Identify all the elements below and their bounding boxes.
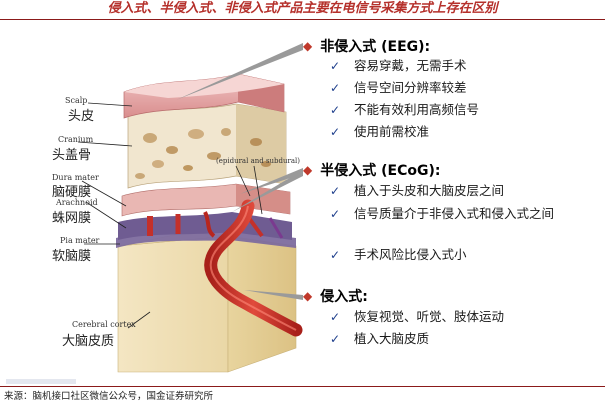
dura-mater-layer	[122, 184, 290, 216]
section-noninvasive-title: 非侵入式 (EEG):	[320, 39, 430, 55]
section-semiinvasive-title: 半侵入式 (ECoG):	[320, 163, 440, 179]
list-item: ✓信号质量介于非侵入式和侵入式之间	[332, 205, 594, 223]
section-invasive-title: 侵入式:	[320, 289, 368, 305]
checkmark-icon: ✓	[330, 123, 340, 141]
list-item: ✓恢复视觉、听觉、肢体运动	[332, 308, 594, 326]
section-invasive-heading: ◆ 侵入式:	[303, 286, 368, 306]
checkmark-icon: ✓	[330, 57, 340, 75]
source-rule	[0, 386, 605, 387]
cranium-layer	[128, 104, 286, 188]
label-cranium-en: Cranium	[58, 135, 93, 144]
checkmark-icon: ✓	[330, 246, 340, 264]
list-item: ✓植入大脑皮质	[332, 330, 594, 348]
source-note: 来源：脑机接口社区微信公众号，国金证券研究所	[4, 388, 213, 402]
diamond-bullet-icon: ◆	[303, 39, 312, 53]
list-item: ✓手术风险比侵入式小	[332, 246, 594, 264]
section-semiinvasive-heading: ◆ 半侵入式 (ECoG):	[303, 160, 440, 180]
checkmark-icon: ✓	[330, 182, 340, 200]
checkmark-icon: ✓	[330, 79, 340, 97]
label-cortex-en: Cerebral cortex	[72, 320, 136, 329]
diamond-bullet-icon: ◆	[303, 289, 312, 303]
label-pia-zh: 软脑膜	[52, 245, 91, 264]
checkmark-icon: ✓	[330, 308, 340, 326]
label-scalp-zh: 头皮	[68, 105, 94, 124]
label-cortex-zh: 大脑皮质	[62, 330, 114, 349]
list-item: ✓信号空间分辨率较差	[332, 79, 594, 97]
label-epidural-subdural: (epidural and subdural)	[216, 157, 300, 165]
checkmark-icon: ✓	[330, 330, 340, 348]
section-noninvasive-heading: ◆ 非侵入式 (EEG):	[303, 36, 430, 56]
figure-title: 侵入式、半侵入式、非侵入式产品主要在电信号采集方式上存在区别	[0, 0, 605, 18]
list-item: ✓使用前需校准	[332, 123, 594, 141]
list-item: ✓容易穿戴，无需手术	[332, 57, 594, 75]
label-arachnoid-zh: 蛛网膜	[52, 207, 91, 226]
list-item: ✓不能有效利用高频信号	[332, 101, 594, 119]
list-item: ✓植入于头皮和大脑皮层之间	[332, 182, 594, 200]
label-arachnoid-en: Arachnoid	[56, 198, 98, 207]
diamond-bullet-icon: ◆	[303, 163, 312, 177]
label-scalp-en: Scalp	[65, 96, 87, 105]
label-cranium-zh: 头盖骨	[52, 144, 91, 163]
checkmark-icon: ✓	[330, 205, 340, 223]
checkmark-icon: ✓	[330, 101, 340, 119]
label-pia-en: Pia mater	[60, 236, 99, 245]
